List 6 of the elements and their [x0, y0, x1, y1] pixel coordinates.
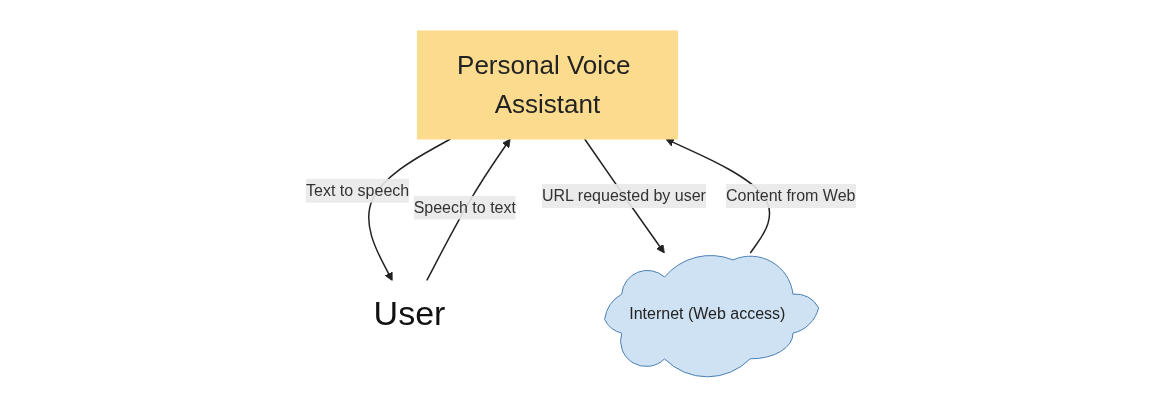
node-text: User	[373, 294, 446, 333]
edge-label: URL requested by user	[542, 187, 707, 205]
edge-label: Content from Web	[726, 187, 856, 205]
node-box: Personal Voice Assistant	[417, 30, 679, 140]
edge-label: Text to speech	[306, 181, 410, 199]
edge-label: Speech to text	[413, 198, 517, 216]
